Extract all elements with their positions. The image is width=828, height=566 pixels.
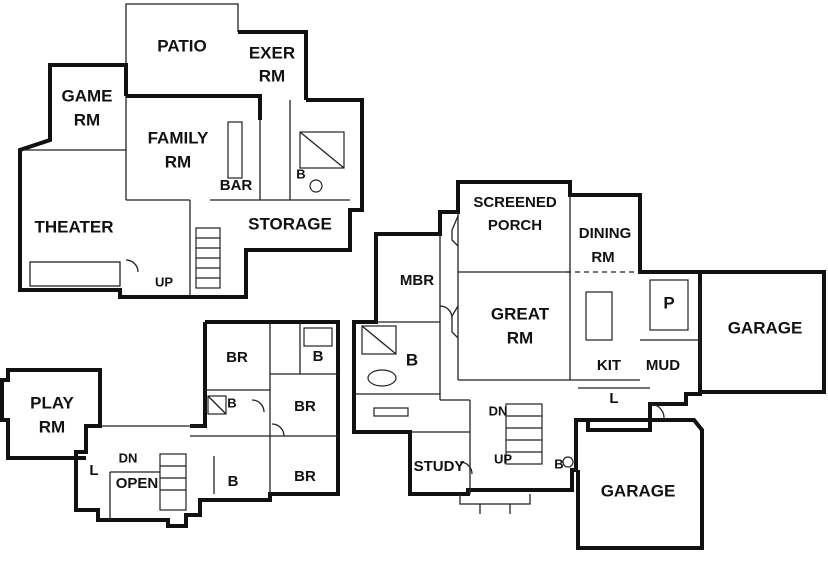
family-room-label-1: FAMILY bbox=[148, 128, 209, 147]
exercise-room-label-1: EXER bbox=[249, 43, 295, 62]
upper-stair-down-label: DN bbox=[119, 450, 138, 465]
theater-label: THEATER bbox=[34, 217, 113, 236]
front-garage-label: GARAGE bbox=[601, 481, 676, 500]
jack-jill-bath-label: B bbox=[227, 395, 236, 410]
middle-bedroom-label: BR bbox=[294, 398, 316, 415]
storage-label: STORAGE bbox=[248, 214, 332, 233]
bottom-bedroom-bath-label: B bbox=[228, 473, 239, 490]
exercise-room-label-2: RM bbox=[259, 66, 285, 85]
play-room-label-1: PLAY bbox=[30, 393, 74, 412]
main-stair-up-label: UP bbox=[494, 451, 512, 466]
basement-bath-label: B bbox=[296, 166, 305, 181]
screened-porch-label-2: PORCH bbox=[488, 217, 542, 234]
great-room-label-2: RM bbox=[507, 328, 533, 347]
play-room-label-2: RM bbox=[39, 417, 65, 436]
dining-room-label-1: DINING bbox=[579, 225, 632, 242]
patio-label: PATIO bbox=[157, 36, 206, 55]
pantry-label: P bbox=[663, 293, 674, 312]
bottom-bedroom-label: BR bbox=[294, 468, 316, 485]
basement-stair-up-label: UP bbox=[155, 274, 173, 289]
top-bedroom-label: BR bbox=[226, 349, 248, 366]
game-room-label-1: GAME bbox=[62, 86, 113, 105]
study-label: STUDY bbox=[414, 458, 465, 475]
upper-laundry-label: L bbox=[89, 462, 98, 479]
side-garage-label: GARAGE bbox=[728, 318, 803, 337]
dining-room-label-2: RM bbox=[591, 249, 614, 266]
main-stair-down-label: DN bbox=[489, 403, 508, 418]
master-bath-label: B bbox=[406, 350, 418, 369]
mudroom-label: MUD bbox=[646, 357, 680, 374]
upper-floor-plan bbox=[0, 320, 340, 528]
great-room-label-1: GREAT bbox=[491, 304, 550, 323]
laundry-label: L bbox=[609, 390, 618, 407]
powder-bath-label: B bbox=[554, 456, 563, 471]
top-bedroom-bath-label: B bbox=[313, 348, 324, 365]
family-room-label-2: RM bbox=[165, 152, 191, 171]
game-room-label-2: RM bbox=[74, 110, 100, 129]
bar-label: BAR bbox=[220, 177, 253, 194]
kitchen-label: KIT bbox=[597, 357, 621, 374]
screened-porch-label-1: SCREENED bbox=[473, 194, 557, 211]
master-bedroom-label: MBR bbox=[400, 272, 434, 289]
open-to-below-label: OPEN bbox=[116, 475, 159, 492]
basement-plan bbox=[18, 3, 364, 299]
main-floor-plan bbox=[352, 180, 826, 550]
